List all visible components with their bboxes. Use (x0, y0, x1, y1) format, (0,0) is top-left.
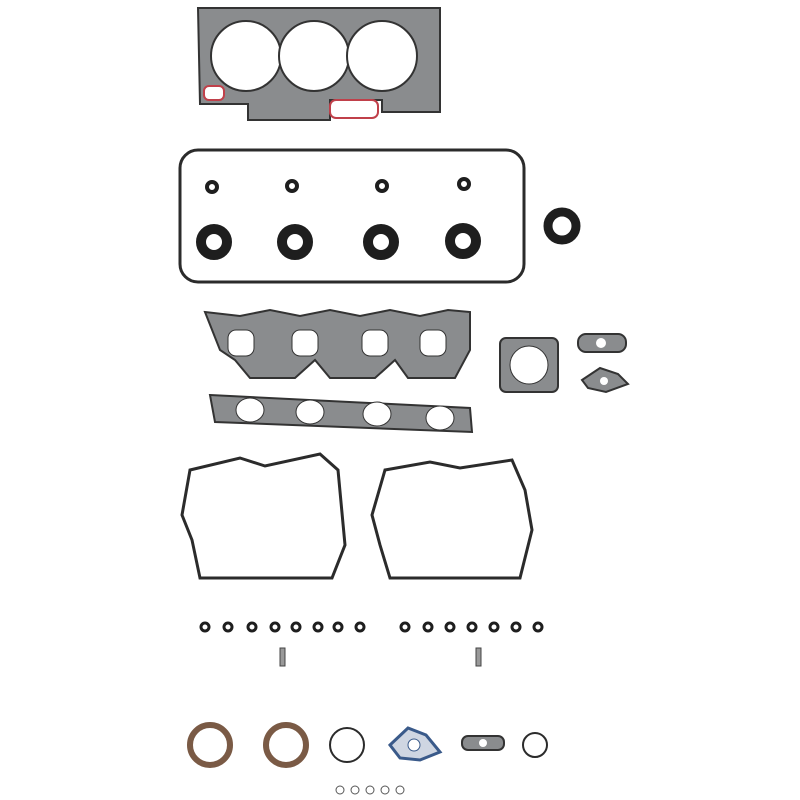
valve-stem-seal (399, 621, 411, 633)
tiny-o-ring (335, 785, 345, 795)
tiny-o-ring (380, 785, 390, 795)
crankshaft-seal-right (263, 722, 309, 768)
intake-manifold-gasket (203, 308, 471, 379)
valve-cover-gasket (178, 148, 526, 284)
cylinder-bore-3 (346, 20, 418, 92)
small-flange-gasket (461, 735, 505, 751)
tiny-o-rings (335, 785, 405, 795)
valve-stem-seal (269, 621, 281, 633)
spark-plug-tube-large-seals (196, 223, 481, 260)
valve-stem-seal (332, 621, 344, 633)
valve-stem-seal (246, 621, 258, 633)
crankshaft-seal-left (187, 722, 233, 768)
o-ring-small (522, 732, 548, 758)
valve-stem-seal (312, 621, 324, 633)
spark-plug-tube-seals (205, 177, 471, 194)
throttle-body-gasket (499, 337, 559, 393)
water-passage-seal (329, 99, 379, 119)
valve-stem-seal (199, 621, 211, 633)
tiny-o-ring (350, 785, 360, 795)
timing-cover-gasket-right (370, 458, 534, 580)
valve-stem-seals (199, 621, 544, 633)
sensor-gasket (580, 366, 630, 394)
valve-stem-seal (222, 621, 234, 633)
dowel-pin-left (279, 647, 286, 667)
valve-stem-seal (444, 621, 456, 633)
valve-stem-seal (354, 621, 366, 633)
dowel-pin-right (475, 647, 482, 667)
tiny-o-ring (365, 785, 375, 795)
valve-stem-seal (466, 621, 478, 633)
valve-stem-seal (488, 621, 500, 633)
cylinder-bore-2 (278, 20, 350, 92)
cylinder-head-gasket (196, 7, 441, 121)
egr-gasket (577, 333, 627, 353)
camshaft-seal (543, 207, 581, 245)
cylinder-bore-1 (210, 20, 282, 92)
tiny-o-ring (395, 785, 405, 795)
valve-stem-seal (532, 621, 544, 633)
blue-flange-gasket (387, 726, 443, 762)
valve-stem-seal (422, 621, 434, 633)
o-ring-large (329, 727, 365, 763)
valve-stem-seal (290, 621, 302, 633)
exhaust-manifold-gasket (208, 393, 474, 434)
timing-cover-gasket-left (180, 452, 347, 580)
oil-passage-seal (203, 85, 225, 101)
valve-stem-seal (510, 621, 522, 633)
